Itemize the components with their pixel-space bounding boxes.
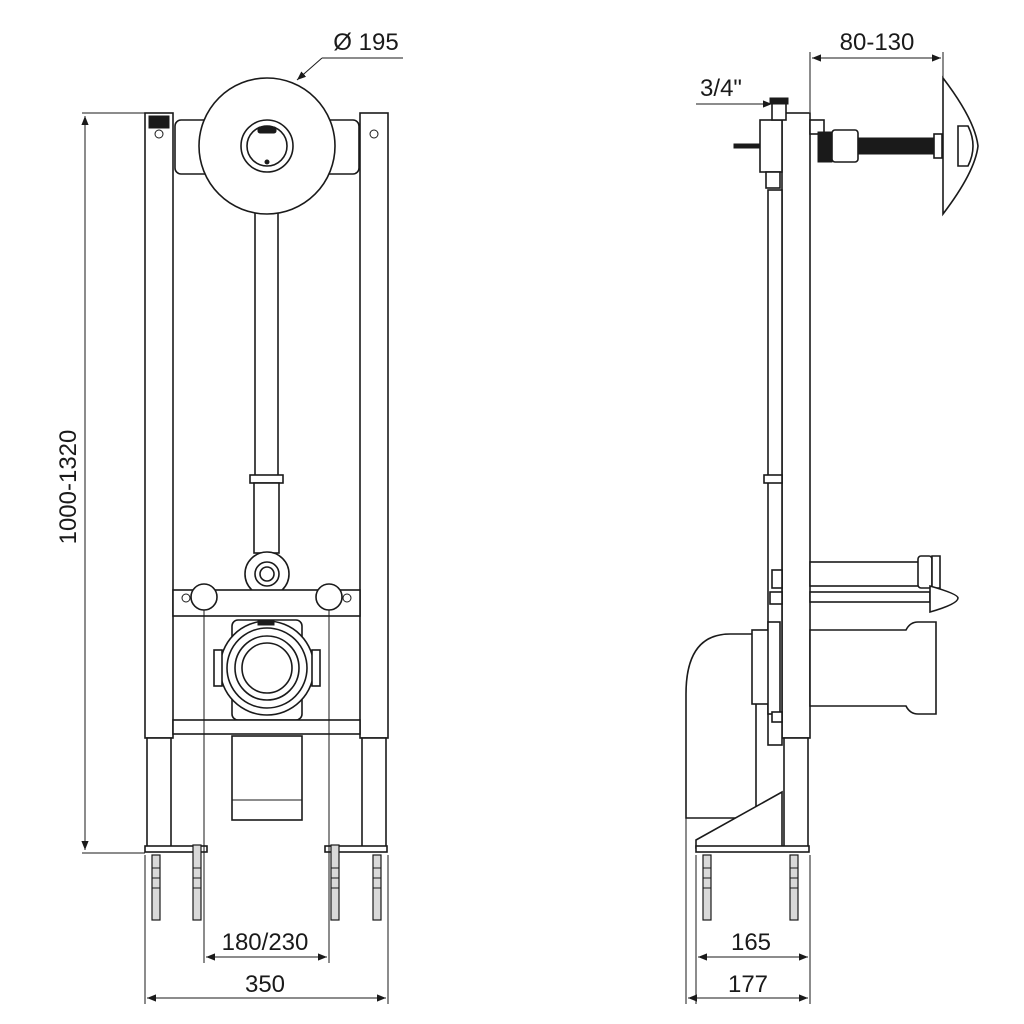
- anchor-bolts-front: [151, 844, 382, 921]
- bolt-spacing-label: 180/230: [222, 929, 309, 956]
- label-badge: [148, 115, 170, 129]
- depth-outer-label: 177: [728, 971, 768, 998]
- frame-width-label: 350: [245, 971, 285, 998]
- front-view: 1000-1320 Ø 195 180/230 350: [55, 29, 403, 1004]
- left-leg: [146, 737, 172, 849]
- side-upright: [781, 112, 811, 739]
- plate-depth-label: 80-130: [840, 29, 915, 56]
- height-label: 1000-1320: [55, 430, 82, 545]
- right-leg: [361, 737, 387, 849]
- side-view: 3/4" 80-130 165 177: [685, 29, 979, 1004]
- waste-elbow: [685, 633, 761, 819]
- diameter-label: Ø 195: [333, 29, 398, 56]
- pipe-size-label: 3/4": [700, 75, 742, 102]
- right-upright: [359, 112, 389, 739]
- depth-inner-label: 165: [731, 929, 771, 956]
- left-upright: [144, 112, 174, 739]
